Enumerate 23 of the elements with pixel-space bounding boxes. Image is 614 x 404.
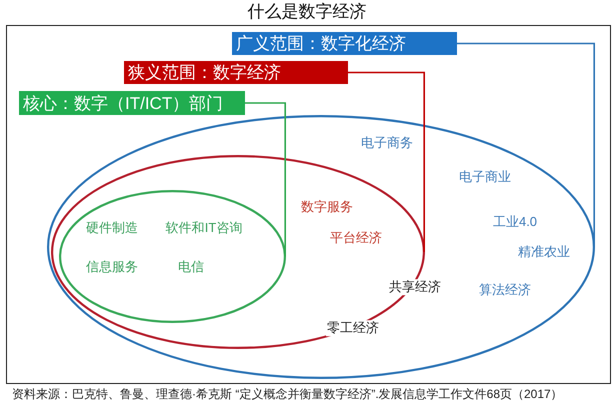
category-label: 硬件制造 xyxy=(86,220,138,236)
category-label: 软件和IT咨询 xyxy=(166,220,242,236)
category-label: 电信 xyxy=(178,259,204,275)
ellipse-region xyxy=(47,115,595,379)
category-label: 电子商务 xyxy=(361,135,413,151)
connector-line xyxy=(245,102,286,256)
category-label: 算法经济 xyxy=(479,282,531,298)
category-label: 数字服务 xyxy=(301,199,353,215)
category-label: 平台经济 xyxy=(330,230,382,246)
category-label: 精准农业 xyxy=(518,244,570,260)
scope-banner: 广义范围：数字化经济 xyxy=(232,32,457,55)
category-label: 零工经济 xyxy=(326,320,380,336)
source-note: 资料来源：巴克特、鲁曼、理查德·希克斯 “定义概念并衡量数字经济”.发展信息学工作文件68页（2017） xyxy=(12,387,563,402)
connector-line xyxy=(457,42,595,247)
category-label: 共享经济 xyxy=(388,279,442,295)
scope-banner: 狭义范围：数字经济 xyxy=(124,61,348,84)
category-label: 信息服务 xyxy=(86,259,138,275)
diagram-title: 什么是数字经济 xyxy=(246,2,368,22)
category-label: 电子商业 xyxy=(459,169,511,185)
category-label: 工业4.0 xyxy=(492,214,538,230)
connector-line xyxy=(348,72,425,252)
ellipse-region xyxy=(59,190,286,323)
scope-banner: 核心：数字（IT/ICT）部门 xyxy=(19,91,245,115)
